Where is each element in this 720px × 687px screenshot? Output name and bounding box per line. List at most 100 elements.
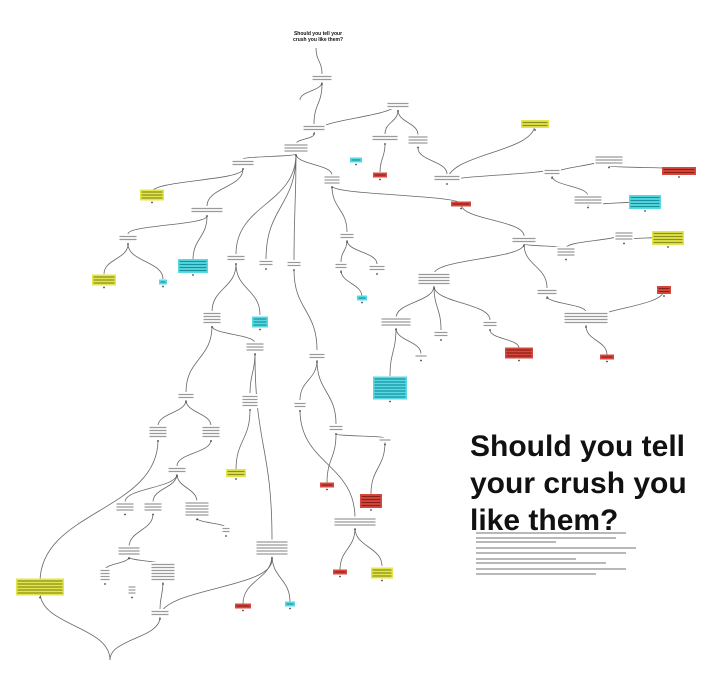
cyan-outcome-node <box>373 376 407 403</box>
connector-line <box>313 101 399 135</box>
connector-line <box>339 527 356 571</box>
question-node <box>339 232 355 243</box>
notes-text-line <box>476 536 616 539</box>
connector-line <box>397 109 419 136</box>
connector-line <box>433 285 442 331</box>
node-box <box>201 425 221 439</box>
question-node <box>255 539 289 560</box>
connector-line <box>206 168 244 207</box>
cyan-outcome-node <box>629 195 661 212</box>
node-box <box>662 167 696 175</box>
connector-line <box>192 215 208 261</box>
node-box <box>258 259 274 267</box>
node-box <box>221 526 231 534</box>
connector-line <box>354 527 383 567</box>
question-node <box>118 234 138 245</box>
connector-dot <box>667 246 669 248</box>
connector-line <box>235 153 297 255</box>
connector-dot <box>384 443 386 446</box>
question-node <box>177 392 195 403</box>
question-node <box>115 501 135 516</box>
connector-line <box>235 409 251 471</box>
connector-dot <box>242 609 244 612</box>
connector-line <box>340 269 363 298</box>
question-node <box>202 311 222 328</box>
connector-line <box>340 239 348 263</box>
connector-dot <box>389 400 391 403</box>
cyan-outcome-node <box>252 316 268 331</box>
question-node <box>148 425 168 442</box>
red-outcome-node <box>657 286 671 297</box>
question-node <box>308 352 326 363</box>
connector-line <box>446 167 553 183</box>
connector-line <box>39 591 111 661</box>
root-question-node: Should you tell your crush you like them… <box>292 31 343 43</box>
cyan-outcome-node <box>285 601 295 610</box>
notes-paragraph-4 <box>476 568 646 575</box>
connector-dot <box>206 215 208 217</box>
connector-line <box>395 327 422 355</box>
question-node <box>371 134 399 145</box>
connector-line <box>249 352 256 394</box>
connector-dot <box>440 339 442 341</box>
node-box <box>360 494 382 508</box>
connector-line <box>39 439 159 583</box>
question-node <box>594 154 624 169</box>
connector-line <box>316 359 337 425</box>
connector-line <box>295 153 333 176</box>
connector-dot <box>551 177 553 179</box>
connector-dot <box>265 268 267 270</box>
yellow-outcome-node <box>92 274 116 289</box>
node-box <box>178 259 208 273</box>
question-node <box>241 394 259 411</box>
connector-dot <box>420 359 422 362</box>
connector-dot <box>608 166 610 169</box>
connector-line <box>460 203 525 237</box>
connector-line <box>379 143 386 173</box>
connector-line <box>299 359 318 401</box>
question-node <box>333 516 377 531</box>
question-node <box>433 174 461 185</box>
question-node <box>614 230 634 245</box>
node-box <box>629 195 661 209</box>
node-box <box>417 272 451 286</box>
question-node <box>150 609 170 620</box>
connector-line <box>109 616 161 661</box>
notes-text-line <box>476 532 626 534</box>
question-node <box>573 194 603 209</box>
node-box <box>241 394 259 408</box>
connector-dot <box>192 274 194 276</box>
connector-line <box>433 243 525 275</box>
connector-line <box>124 473 178 503</box>
connector-line <box>211 263 237 313</box>
node-box <box>543 168 561 176</box>
node-box <box>536 288 558 296</box>
notes-paragraph-1 <box>476 532 646 543</box>
connector-line <box>546 295 587 313</box>
connector-dot <box>331 186 333 189</box>
notes-text-line <box>476 547 636 549</box>
connector-dot <box>355 163 357 166</box>
connector-line <box>326 433 337 484</box>
question-node <box>117 545 141 560</box>
connector-dot <box>606 360 608 363</box>
connector-line <box>389 327 397 377</box>
node-box <box>311 74 333 82</box>
connector-line <box>299 81 323 101</box>
question-node <box>184 500 210 521</box>
node-box <box>308 352 326 360</box>
question-node <box>245 341 265 356</box>
question-node <box>283 142 309 157</box>
connector-dot <box>299 410 301 412</box>
question-node <box>378 437 392 446</box>
node-box <box>177 392 195 400</box>
connector-dot <box>433 287 435 289</box>
question-node <box>286 260 302 271</box>
connector-dot <box>124 513 126 516</box>
connector-dot <box>157 440 159 442</box>
notes-text-line <box>476 568 626 570</box>
question-node <box>386 101 410 112</box>
node-box <box>202 311 222 325</box>
connector-dot <box>381 579 383 582</box>
